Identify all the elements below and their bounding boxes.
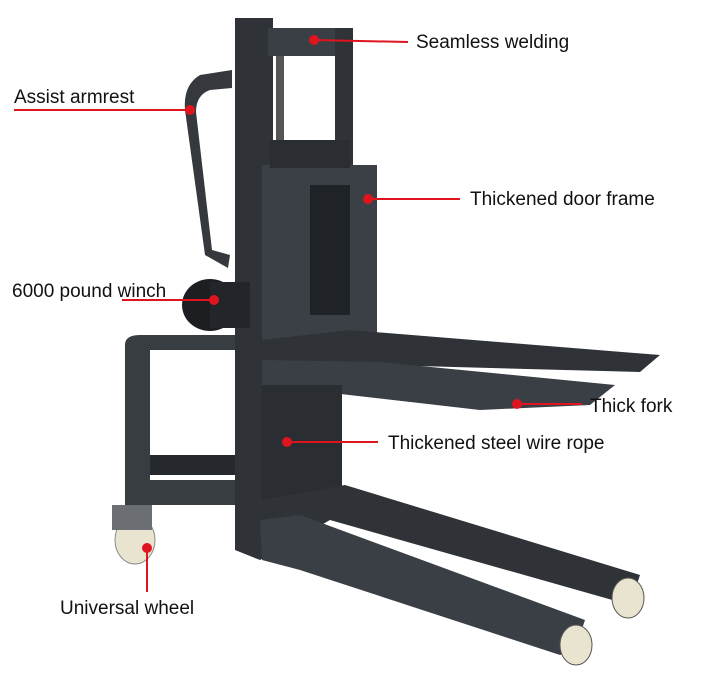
- label-wire-rope: Thickened steel wire rope: [388, 433, 605, 454]
- label-assist-armrest: Assist armrest: [14, 87, 135, 108]
- label-winch: 6000 pound winch: [12, 281, 167, 302]
- stacker-body: [125, 18, 660, 655]
- label-seamless-welding: Seamless welding: [416, 32, 570, 53]
- label-universal-wheel: Universal wheel: [60, 598, 195, 619]
- label-door-frame: Thickened door frame: [470, 189, 655, 210]
- callout-lines: [14, 35, 582, 592]
- label-thick-fork: Thick fork: [590, 396, 673, 417]
- wheels: [112, 505, 645, 666]
